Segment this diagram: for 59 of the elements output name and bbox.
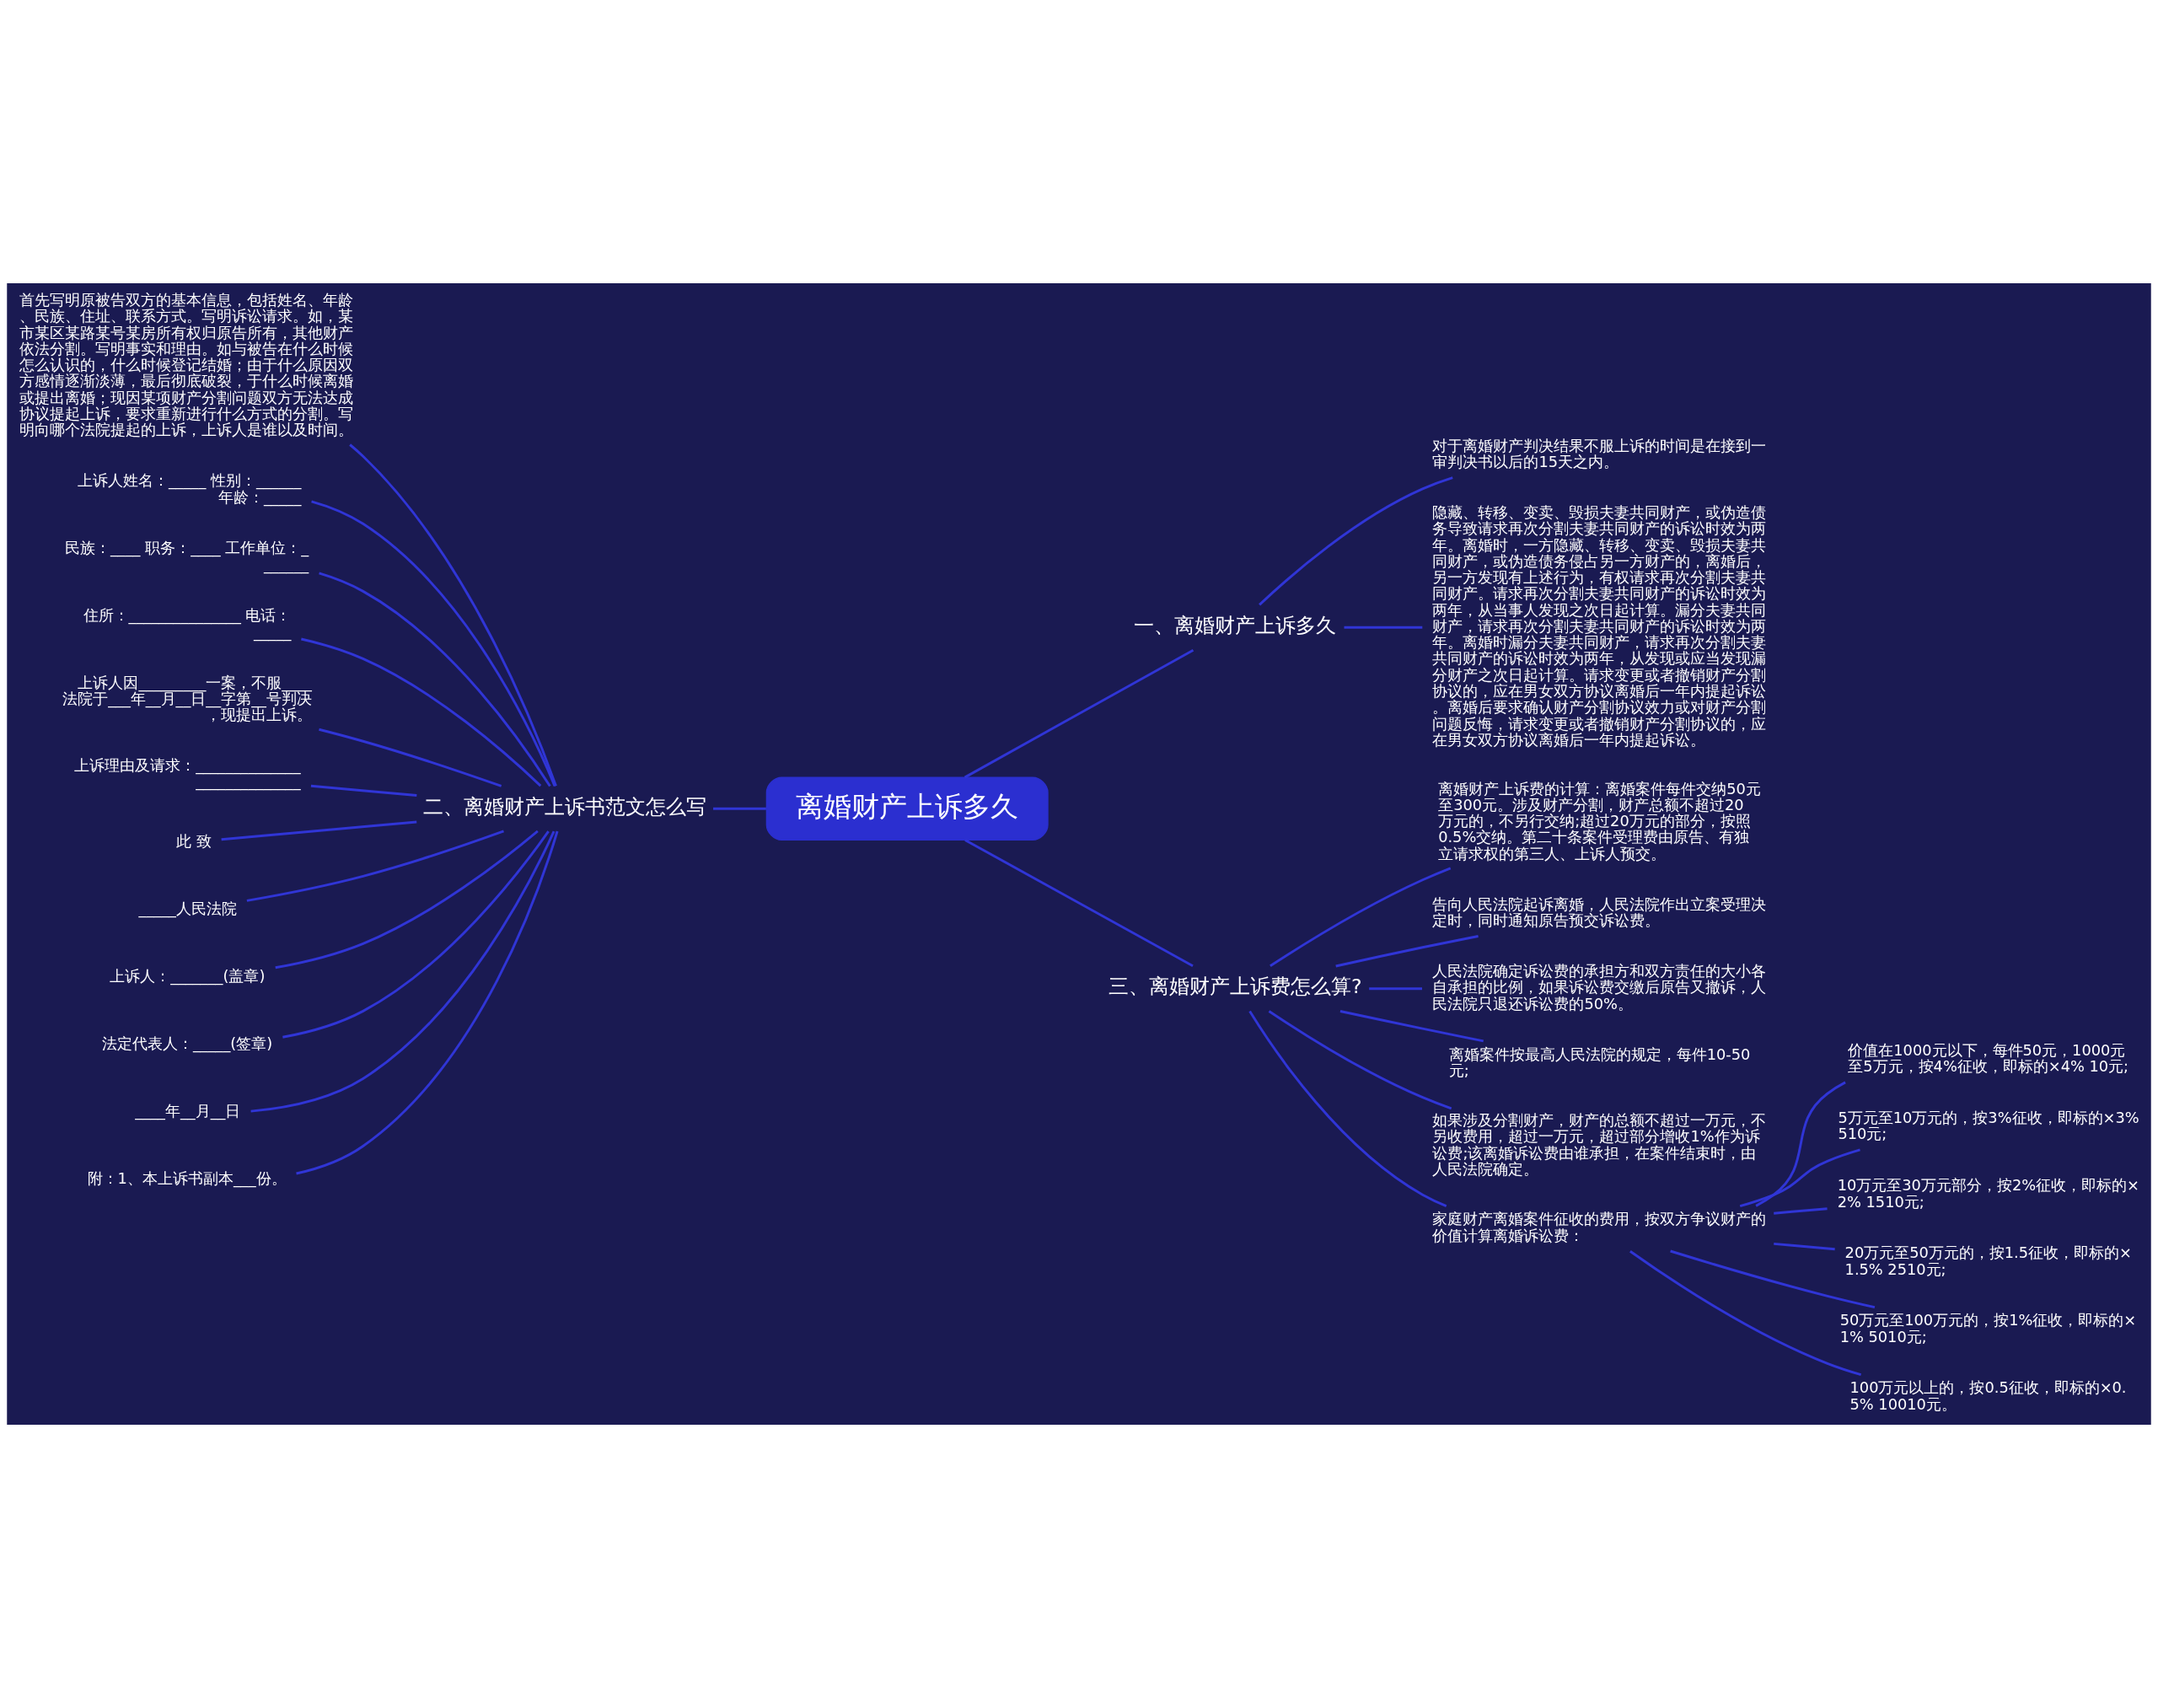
node-text: 二、离婚财产上诉书范文怎么写: [423, 794, 707, 819]
connector: [221, 820, 417, 841]
node-text: 离婚案件按最高人民法院的规定，每件10-50元;: [1448, 1045, 1751, 1079]
node-text: 上诉理由及请求：____________________________: [74, 756, 301, 791]
connector: [319, 572, 551, 787]
node-text: 一、离婚财产上诉多久: [1134, 613, 1337, 637]
node-text: 告向人民法院起诉离婚，人民法院作出立案受理决定时，同时通知原告预交诉讼费。: [1432, 894, 1767, 929]
connector: [282, 830, 550, 1039]
node-text: 10万元至30万元部分，按2%征收，即标的×2% 1510元;: [1837, 1176, 2139, 1211]
connector: [246, 830, 504, 902]
connector: [1335, 935, 1479, 968]
node-text: 50万元至100万元的，按1%征收，即标的×1% 5010元;: [1839, 1311, 2137, 1345]
node-text: 法定代表人：_____(签章): [101, 1034, 273, 1052]
connector: [349, 443, 557, 787]
node-text: 人民法院确定诉讼费的承担方和双方责任的大小各自承担的比例，如果诉讼费交缴后原告又撤诉，人民法院只退还诉讼费的50%。: [1432, 962, 1767, 1012]
connector: [1248, 1010, 1447, 1207]
connector: [301, 637, 542, 787]
connector: [1670, 1249, 1876, 1309]
node-text: 附：1、本上诉书副本___份。: [87, 1169, 287, 1188]
connector: [1339, 1010, 1484, 1043]
node-text: 三、离婚财产上诉费怎么算?: [1108, 975, 1362, 999]
node-text: _____人民法院: [138, 899, 237, 917]
node-text: 上诉人姓名：_____ 性别：______ 年龄：_____: [77, 471, 302, 506]
node-text: 隐藏、转移、变卖、毁损夫妻共同财产，或伪造债务导致请求再次分割夫妻共同财产的诉讼时效为两年。离婚时，一方隐藏、转移、变卖、毁损夫妻共同财产，或伪造债务侵占另一方财产的，离婚后，另一方发现有上述行为，有权请求再次分割夫妻共同财产。请求再次分割夫妻共同财产的诉讼时效为两年，从当事人发现之次日起计算。漏分夫妻共同财产，请求再次分割夫妻共同财产的诉讼时效为两年。离婚时漏分夫妻共同财产，请求再次分割夫妻共同财产的诉讼时效为两年，从发现或应当发现漏分财产之次日起计算。请求变更或者撤销财产分割协议的，应在男女双方协议离婚后一年内提起诉讼。离婚后要求确认财产分割协议效力或对财产分割问题反悔，请求变更或者撤销财产分割协议的，应在男女双方协议离婚后一年内提起诉讼。: [1432, 503, 1767, 749]
node-text: 对于离婚财产判决结果不服上诉的时间是在接到一审判决书以后的15天之内。: [1432, 436, 1767, 471]
node-text: 民族：____ 职务：____ 工作单位：_______: [64, 539, 309, 573]
connector: [296, 830, 559, 1175]
connector: [319, 728, 502, 787]
connector: [964, 648, 1194, 779]
node-text: 5万元至10万元的，按3%征收，即标的×3% 510元;: [1838, 1109, 2139, 1143]
connector: [250, 830, 556, 1113]
node-text: 首先写明原被告双方的基本信息，包括姓名、年龄、民族、住址、联系方式。写明诉讼请求。如，某市某区某路某号某房所有权归原告所有，其他财产依法分割。写明事实和理由。如与被告在什么时候怎么认识的，什么时候登记结婚；由于什么原因双方感情逐渐淡薄，最后彻底破裂，于什么时候离婚或提出离婚；现因某项财产分割问题双方无法达成协议提起上诉，要求重新进行什么方式的分割。写明向哪个法院提起的上诉，上诉人是谁以及时间。: [19, 291, 353, 439]
connector: [275, 830, 539, 969]
node-text: 上诉人：_______(盖章): [110, 966, 266, 985]
node-text: 如果涉及分割财产，财产的总额不超过一万元，不另收费用，超过一万元，超过部分增收1%作为诉讼费;该离婚诉讼费由谁承担，在案件结束时，由人民法院确定。: [1432, 1111, 1767, 1178]
node-text: 此 致: [175, 831, 212, 850]
node-box: 离婚财产上诉多久: [765, 776, 1049, 841]
connector: [713, 807, 766, 810]
node-text: 上诉人因_________一案，不服____法院于___年__月__日__字第__号判决，现提出上诉。: [62, 673, 312, 724]
connector: [1739, 1148, 1860, 1208]
connector: [1344, 626, 1423, 629]
connector: [1270, 867, 1452, 968]
connector: [1369, 987, 1422, 991]
connector: [1774, 1242, 1835, 1251]
node-text: 100万元以上的，按0.5征收，即标的×0.5% 10010元。: [1849, 1378, 2127, 1413]
connector: [964, 839, 1194, 968]
node-text: 离婚财产上诉费的计算：离婚案件每件交纳50元至300元。涉及财产分割，财产总额不超过20万元的，不另行交纳;超过20万元的部分，按照0.5%交纳。第二十条案件受理费由原告、有独立请求权的第三人、上诉人预交。: [1438, 779, 1761, 862]
connector: [1629, 1249, 1862, 1377]
node-text: 价值在1000元以下，每件50元，1000元至5万元，按4%征收，即标的×4% 10元;: [1848, 1041, 2129, 1076]
connector: [1774, 1207, 1828, 1215]
connector: [1755, 1081, 1846, 1207]
connector: [1259, 476, 1453, 606]
node-text: 20万元至50万元的，按1.5征收，即标的×1.5% 2510元;: [1844, 1243, 2132, 1278]
node-text: 家庭财产离婚案件征收的费用，按双方争议财产的价值计算离婚诉讼费：: [1432, 1210, 1767, 1244]
node-text: 住所：_______________ 电话：_____: [83, 606, 292, 641]
node-text: ____年__月__日: [135, 1102, 241, 1120]
connector: [1268, 1010, 1452, 1110]
connector: [310, 784, 417, 798]
connector: [311, 500, 556, 787]
